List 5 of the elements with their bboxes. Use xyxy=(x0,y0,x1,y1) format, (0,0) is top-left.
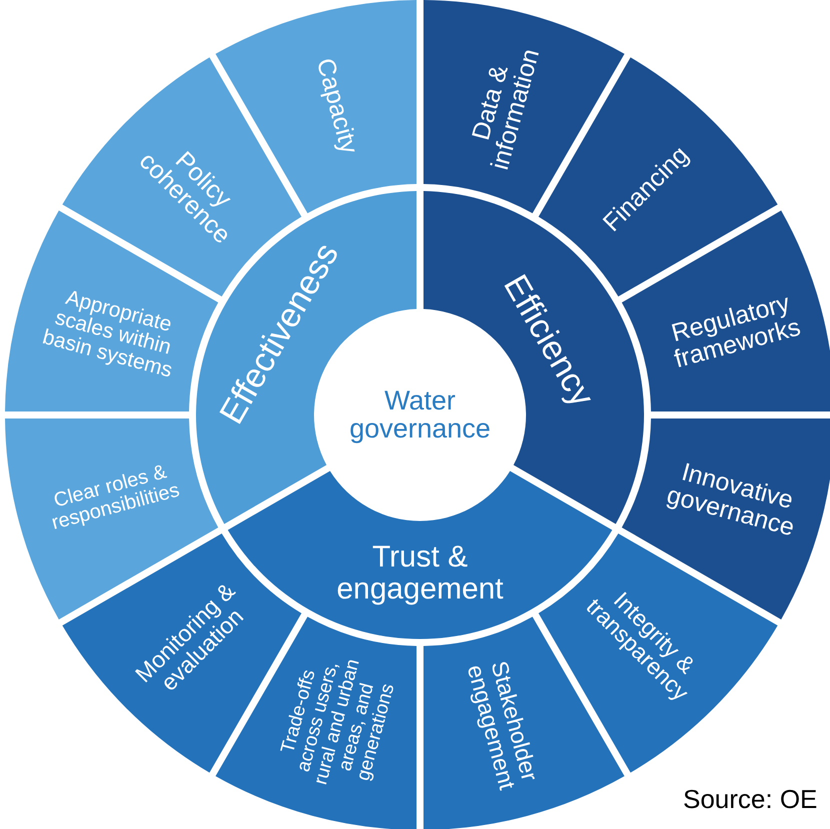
outer-ring-segment xyxy=(538,534,778,773)
source-note: Source: OE xyxy=(683,784,818,815)
principle-label: Capacity xyxy=(310,54,364,158)
center-title: Water governance xyxy=(348,386,492,444)
pillar-label: Trust & engagement xyxy=(336,542,504,604)
